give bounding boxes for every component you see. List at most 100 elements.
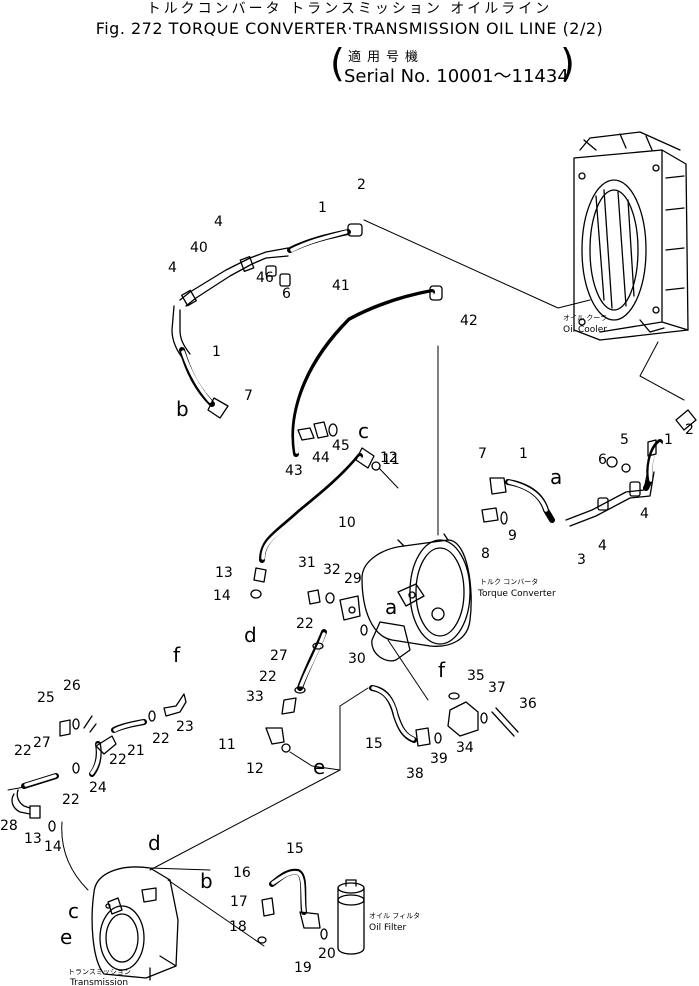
callout-number: 9	[508, 528, 517, 544]
callout-number: 17	[230, 894, 248, 910]
callout-number: 36	[519, 696, 537, 712]
callout-number: 44	[312, 450, 330, 466]
callout-number: 21	[127, 743, 145, 759]
callout-number: 4	[214, 214, 223, 230]
callout-number: 40	[190, 240, 208, 256]
callout-number: 22	[109, 752, 127, 768]
serial-range-box: ( 適用号機 Serial No. 10001～11434 )	[330, 41, 575, 87]
serial-range: Serial No. 10001～11434	[344, 66, 569, 87]
callout-number: 27	[270, 648, 288, 664]
callout-labels: 2 1 4 40 4 46 6 1 7 41 42 43 44 45 11 12…	[0, 177, 694, 976]
callout-number: 12	[246, 761, 264, 777]
oil-cooler-label: Oil Cooler	[563, 325, 607, 335]
callout-number: 29	[344, 571, 362, 587]
callout-number: 16	[233, 865, 251, 881]
transmission-label: Transmission	[69, 978, 128, 986]
callout-number: 10	[338, 515, 356, 531]
connection-letters: b c d a a f f e d c b e	[60, 397, 562, 949]
connection-letter: b	[200, 869, 213, 893]
connection-letter: f	[438, 658, 446, 682]
callout-number: 18	[229, 919, 247, 935]
callout-number: 37	[488, 680, 506, 696]
callout-number: 34	[456, 740, 474, 756]
callout-number: 12	[380, 450, 398, 466]
serial-label-jp: 適用号機	[348, 50, 425, 65]
callout-number: 46	[256, 270, 274, 286]
figure-title: Fig. 272 TORQUE CONVERTER·TRANSMISSION O…	[95, 19, 604, 38]
callout-number: 28	[0, 818, 18, 834]
oil-filter-label: Oil Filter	[369, 923, 407, 933]
callout-number: 19	[294, 960, 312, 976]
torque-converter-label-jp: トルク コンバータ	[480, 577, 538, 586]
callout-number: 38	[406, 766, 424, 782]
transmission-drawing	[91, 866, 179, 981]
callout-number: 22	[14, 743, 32, 759]
callout-number: 4	[168, 260, 177, 276]
callout-number: 6	[598, 452, 607, 468]
oil-cooler-label-jp: オイル クーラ	[563, 314, 607, 322]
callout-number: 1	[519, 446, 528, 462]
callout-number: 22	[152, 731, 170, 747]
callout-number: 35	[467, 668, 485, 684]
callout-number: 14	[44, 839, 62, 855]
callout-number: 11	[382, 452, 400, 468]
callout-number: 7	[244, 388, 253, 404]
callout-number: 33	[246, 689, 264, 705]
callout-number: 2	[685, 422, 694, 438]
callout-number: 22	[296, 616, 314, 632]
callout-number: 1	[318, 200, 327, 216]
connection-letter: b	[176, 397, 189, 421]
connection-letter: e	[60, 925, 72, 949]
callout-number: 41	[332, 278, 350, 294]
connection-letter: c	[68, 899, 79, 923]
callout-number: 13	[24, 831, 42, 847]
callout-number: 15	[286, 841, 304, 857]
callout-number: 11	[218, 737, 236, 753]
connection-letter: c	[358, 419, 369, 443]
connection-letter: e	[313, 755, 325, 779]
connection-letter: d	[244, 623, 257, 647]
callout-number: 4	[640, 506, 649, 522]
callout-number: 4	[598, 538, 607, 554]
callout-number: 5	[620, 432, 629, 448]
oil-cooler-drawing	[573, 131, 689, 341]
callout-number: 1	[664, 432, 673, 448]
oil-filter-label-jp: オイル フィルタ	[369, 911, 420, 920]
callout-number: 8	[481, 546, 490, 562]
transmission-label-jp: トランスミッション	[68, 968, 131, 976]
callout-number: 26	[63, 678, 81, 694]
serial-open-paren: (	[330, 41, 345, 85]
callout-number: 23	[176, 719, 194, 735]
connection-letter: d	[148, 831, 161, 855]
callout-number: 1	[212, 344, 221, 360]
figure-title-jp: トルクコンバータ トランスミッション オイルライン	[146, 1, 553, 17]
callout-number: 20	[318, 946, 336, 962]
callout-number: 3	[577, 552, 586, 568]
callout-number: 22	[62, 792, 80, 808]
callout-number: 6	[282, 286, 291, 302]
torque-converter-label: Torque Converter	[477, 589, 556, 599]
torque-converter-drawing	[361, 533, 472, 662]
component-captions: オイル クーラ Oil Cooler トルク コンバータ Torque Conv…	[68, 314, 607, 986]
cooler-to-hose-line	[363, 219, 591, 309]
connection-letter: a	[385, 595, 397, 619]
callout-number: 43	[285, 463, 303, 479]
connection-letter: f	[173, 643, 181, 667]
callout-number: 39	[430, 751, 448, 767]
callout-number: 13	[215, 565, 233, 581]
callout-number: 31	[298, 555, 316, 571]
callout-number: 15	[365, 736, 383, 752]
callout-number: 32	[323, 562, 341, 578]
callout-number: 25	[37, 690, 55, 706]
connection-letter: a	[550, 465, 562, 489]
callout-number: 2	[357, 177, 366, 193]
callout-number: 42	[460, 313, 478, 329]
callout-number: 27	[33, 735, 51, 751]
callout-number: 30	[348, 651, 366, 667]
callout-number: 22	[259, 669, 277, 685]
callout-number: 14	[213, 588, 231, 604]
oil-filter-drawing	[337, 879, 365, 955]
callout-number: 24	[89, 780, 107, 796]
serial-close-paren: )	[560, 41, 575, 85]
callout-number: 45	[332, 438, 350, 454]
